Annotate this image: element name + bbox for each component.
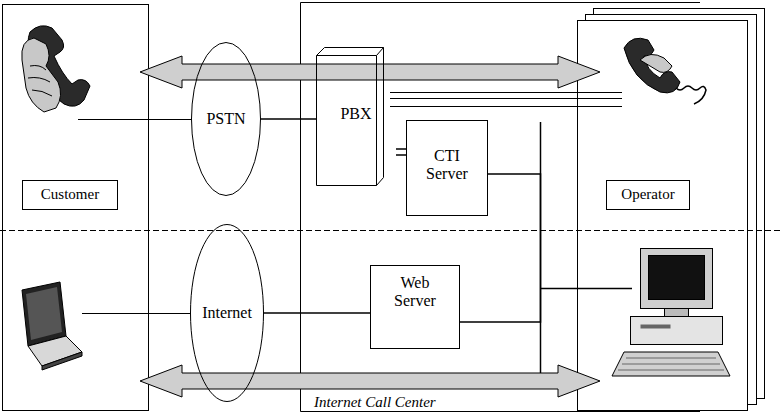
label-box: Operator [606,180,690,210]
connector-line [396,149,406,155]
phone-wire [78,119,191,120]
server-box: Web Server [370,265,460,349]
region-title: Internet Call Center [314,394,436,411]
computer-wire [540,288,632,290]
pbx-side [377,48,384,186]
node-label: Internet [202,304,252,322]
node-label: Customer [41,186,99,203]
node-label: CTI Server [418,147,476,184]
network-ellipse: Internet [190,224,264,402]
divider-line [0,230,782,231]
laptop-icon [22,282,82,370]
ellipse-shape [191,225,264,402]
laptop-wire [82,313,190,314]
customer-phone-icon [22,26,90,112]
pbx-top [317,48,384,56]
node-label: PBX [316,105,396,123]
label-box: Customer [22,180,118,210]
pbx-phone-wire [390,92,622,93]
node-label: Operator [621,186,674,203]
node-label: PSTN [206,110,245,128]
network-ellipse: PSTN [191,42,261,196]
node-label: Web Server [386,274,444,311]
voice-double-arrow [140,56,600,88]
ellipse-shape [192,43,261,196]
operator-panel [578,21,748,411]
customer-panel [3,5,149,411]
server-box: CTI Server [406,120,488,216]
computer-icon [612,249,730,377]
connector-line [264,312,370,314]
operator-phone-icon [624,38,706,104]
pbx-box: PBX [316,47,396,186]
data-double-arrow [140,365,600,397]
connector-line [261,118,316,120]
pbx-phone-wire [390,106,622,107]
pbx-phone-wire [390,98,622,99]
